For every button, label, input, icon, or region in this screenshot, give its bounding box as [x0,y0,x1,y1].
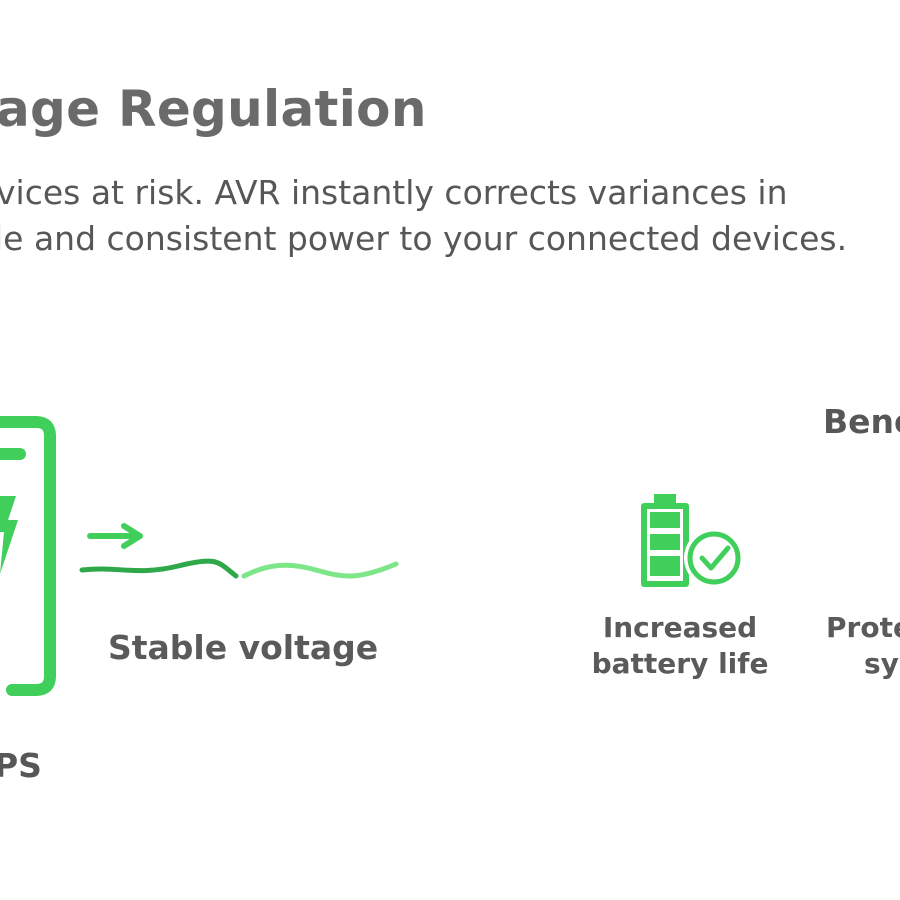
battery-cell-1 [650,512,680,528]
benefit-battery-line-1: Increased [602,611,758,644]
benefits-title: Bene [823,402,900,441]
checkmark-icon [699,545,731,571]
ups-label: PS [0,746,42,785]
benefit-protection: Prote sys [826,610,900,682]
page-title: age Regulation [0,80,427,138]
lightning-bolt-icon [0,496,18,574]
dark-voltage-wave [79,558,239,579]
benefit-battery-life: Increased battery life [580,610,780,682]
battery-terminal [654,494,676,503]
benefit-battery-line-2: battery life [591,647,769,680]
check-circle-icon [687,531,741,585]
light-voltage-wave [241,561,399,579]
benefit-protection-line-2: sys [864,647,900,680]
arrow-right-icon [121,523,143,549]
voltage-flow-graphic [79,523,399,579]
battery-cell-2 [650,534,680,550]
description-line-1: vices at risk. AVR instantly corrects va… [0,173,788,212]
battery-check-icon [641,494,744,588]
stable-voltage-label: Stable voltage [108,628,379,667]
description-line-2: le and consistent power to your connecte… [0,219,848,258]
ups-body-outline [0,416,56,696]
battery-cell-3 [650,556,680,576]
ups-device-icon [0,416,56,696]
benefit-protection-line-1: Prote [826,611,900,644]
